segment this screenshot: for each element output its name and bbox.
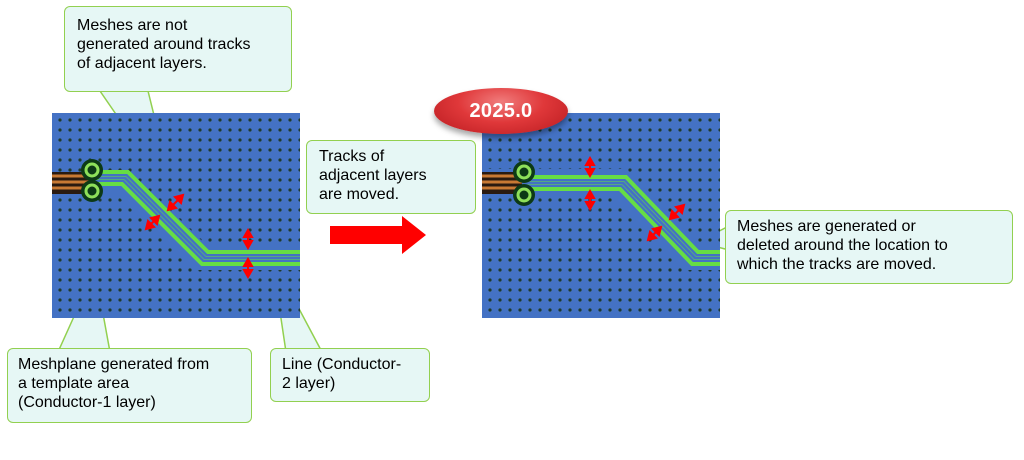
callout-line: are moved. — [319, 186, 400, 203]
version-badge-label: 2025.0 — [469, 99, 533, 122]
right-clearance-arrows — [584, 155, 686, 242]
callout-meshplane-template: Meshplane generated from a template area… — [7, 348, 252, 423]
right-via-pads — [513, 161, 535, 206]
left-via-pads — [81, 159, 103, 202]
callout-line: (Conductor-1 layer) — [18, 394, 156, 411]
version-badge-shape — [434, 88, 568, 134]
callout-tracks-moved: Tracks of adjacent layers are moved. — [306, 140, 476, 214]
left-board — [52, 113, 300, 318]
transition-arrow — [330, 216, 426, 254]
callout-line: adjacent layers — [319, 167, 427, 184]
callout-line: Meshes are not — [77, 17, 188, 34]
right-board — [482, 113, 720, 318]
callout-line: Meshplane generated from — [18, 356, 210, 373]
callout-line: which the tracks are moved. — [737, 256, 937, 273]
right-tracks — [522, 175, 720, 266]
callout-line: Line (Conductor- — [282, 356, 402, 373]
callout-line: generated around tracks — [77, 36, 251, 53]
right-mesh — [482, 113, 720, 318]
callout-meshes-regenerated: Meshes are generated or deleted around t… — [725, 210, 1013, 284]
callout-line-conductor-2: Line (Conductor- 2 layer) — [270, 348, 430, 402]
callout-line: 2 layer) — [282, 375, 336, 392]
callout-line: Meshes are generated or — [737, 218, 916, 235]
callout-no-mesh-around-tracks: Meshes are not generated around tracks o… — [64, 6, 292, 92]
left-clearance-arrows — [144, 193, 254, 280]
callout-line: of adjacent layers. — [77, 55, 207, 72]
version-badge: 2025.0 — [434, 88, 568, 134]
callout-line: Tracks of — [319, 148, 385, 165]
callout-line: a template area — [18, 375, 130, 392]
left-mesh — [52, 113, 300, 318]
callout-line: deleted around the location to — [737, 237, 948, 254]
